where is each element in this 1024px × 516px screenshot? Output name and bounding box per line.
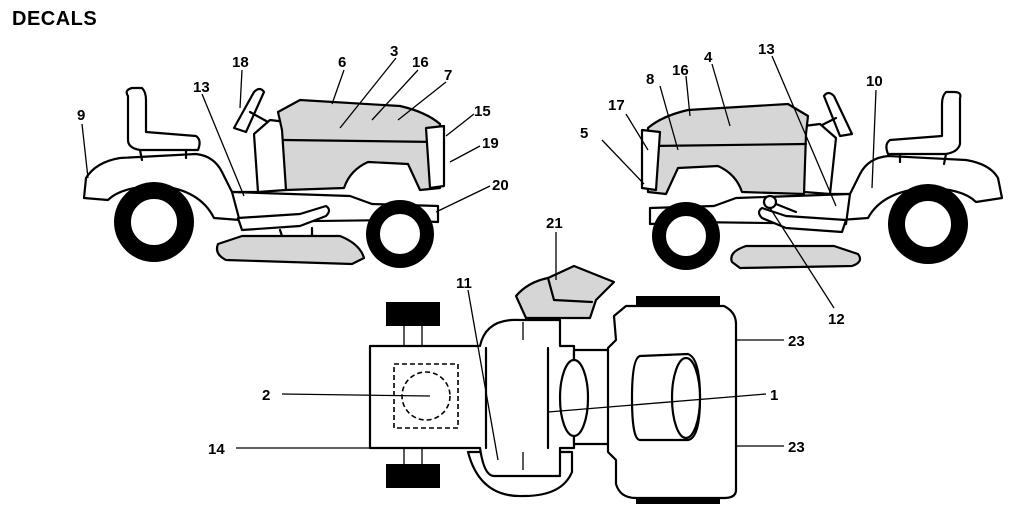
callout-label: 5	[580, 125, 588, 142]
callout-label: 10	[866, 73, 883, 90]
callout-label: 14	[208, 441, 225, 458]
callout-label: 6	[338, 54, 346, 71]
top-callout-lines	[236, 232, 784, 461]
callout-label: 20	[492, 177, 509, 194]
top-view-tractor	[368, 264, 738, 504]
callout-label: 12	[828, 311, 845, 328]
left-callout-lines	[81, 57, 491, 213]
callout-label: 2	[262, 387, 270, 404]
left-callouts: 9 13 18 6 3 16 7 15 19 20	[77, 43, 509, 194]
right-callout-lines	[601, 55, 877, 309]
callout-label: 23	[788, 439, 805, 456]
callout-label: 7	[444, 67, 452, 84]
page-title: DECALS	[12, 8, 98, 30]
callout-label: 17	[608, 97, 625, 114]
callout-label: 8	[646, 71, 654, 88]
top-callouts: 21 11 2 14 1 23 23	[208, 215, 805, 458]
callout-label: 16	[412, 54, 429, 71]
callout-label: 11	[456, 275, 472, 292]
callout-label: 13	[758, 41, 775, 58]
callout-label: 21	[546, 215, 563, 232]
callout-label: 9	[77, 107, 85, 124]
callout-label: 23	[788, 333, 805, 350]
callout-label: 4	[704, 49, 713, 66]
callout-label: 19	[482, 135, 499, 152]
callout-label: 13	[193, 79, 210, 96]
left-side-tractor	[82, 86, 446, 268]
callout-label: 15	[474, 103, 491, 120]
callout-label: 18	[232, 54, 249, 71]
callout-label: 16	[672, 62, 689, 79]
right-side-tractor	[640, 90, 1004, 270]
right-callouts: 5 17 8 16 4 13 10 12	[580, 41, 883, 328]
callout-label: 1	[770, 387, 778, 404]
callout-label: 3	[390, 43, 398, 60]
